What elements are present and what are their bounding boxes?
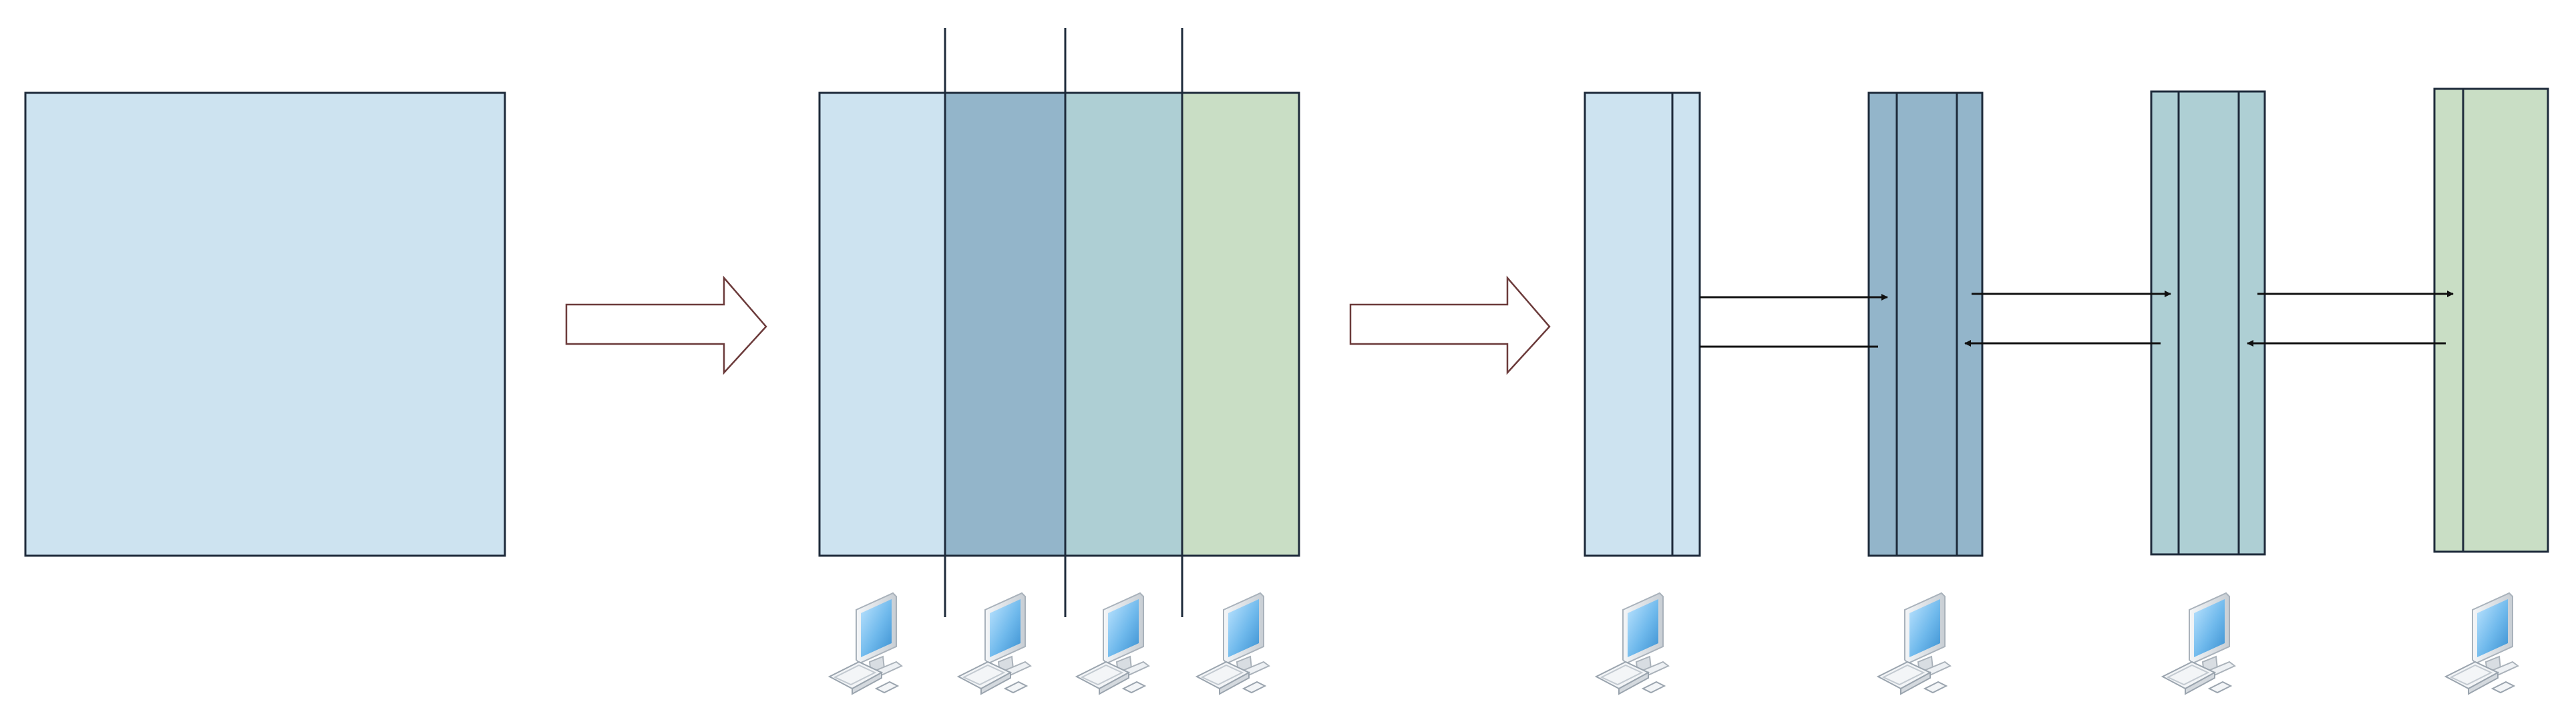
computer-icon [1596, 592, 1669, 695]
subdomain-2 [1867, 92, 1984, 557]
computer-icon [1877, 592, 1951, 695]
computer-icon [2162, 592, 2235, 695]
process-arrow-1 [565, 275, 767, 375]
partition-1 [819, 93, 945, 556]
computer-icon [1196, 592, 1270, 695]
partitioned-domain [818, 28, 1300, 617]
subdomain-1 [1584, 92, 1701, 557]
subdomain-3 [2150, 90, 2266, 556]
partition-4 [1182, 93, 1299, 556]
computer-icon [2445, 592, 2519, 695]
computer-icon [958, 592, 1031, 695]
subdomain-4 [2433, 87, 2549, 553]
full-domain-block [24, 92, 506, 557]
computer-icon [829, 592, 902, 695]
partition-2 [945, 93, 1065, 556]
computer-icon [1076, 592, 1149, 695]
partitioned-domain-border [818, 92, 1300, 557]
process-arrow-2 [1349, 275, 1551, 375]
partition-3 [1065, 93, 1182, 556]
